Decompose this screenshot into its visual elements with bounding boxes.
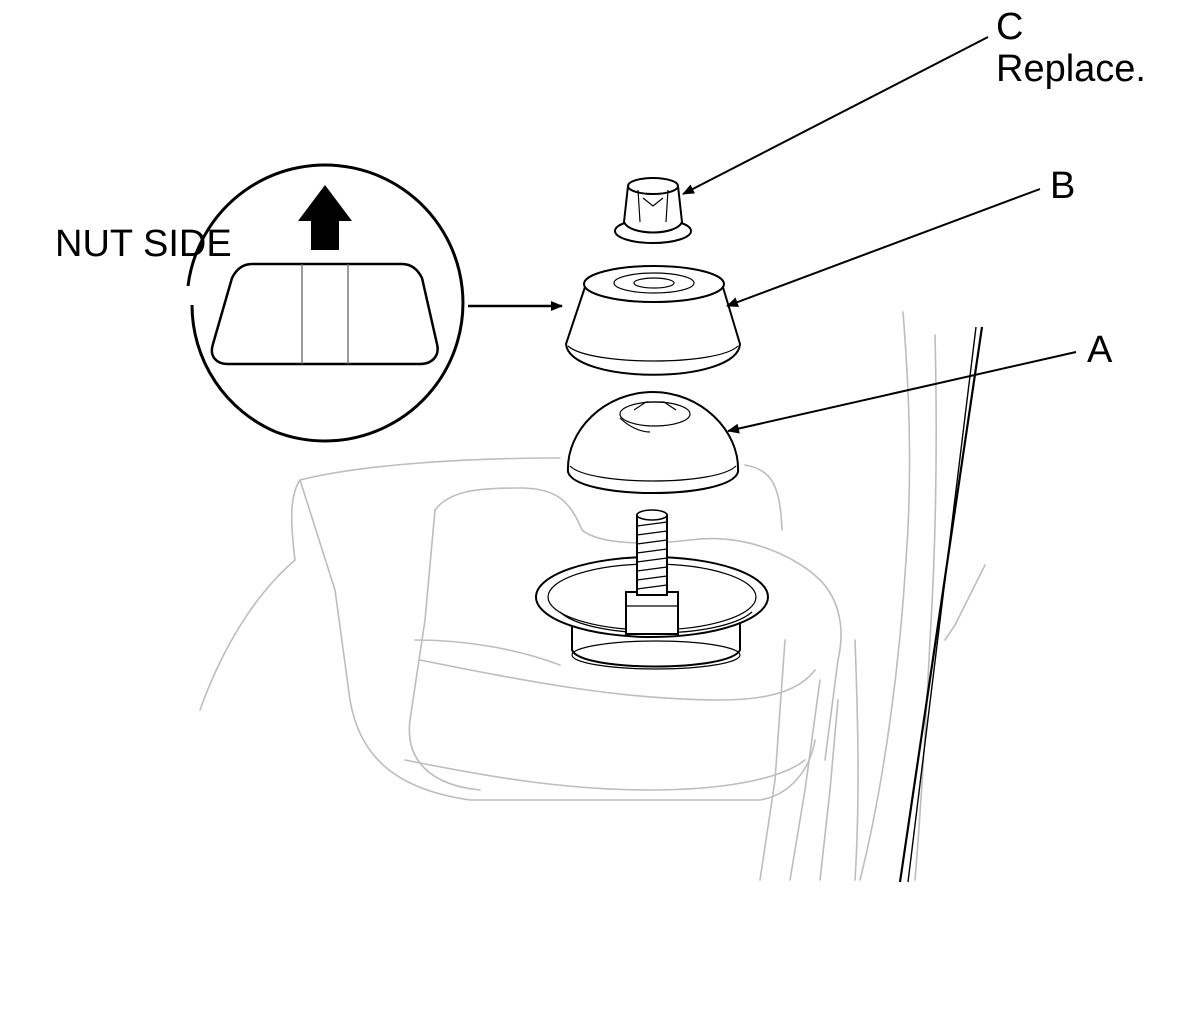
- label-part-c-note: Replace.: [996, 48, 1146, 90]
- strut-pillar: [898, 326, 984, 883]
- label-part-c: C: [996, 6, 1023, 48]
- bushing-cross-section: [210, 262, 439, 366]
- leader-lines: [682, 36, 1077, 434]
- label-part-a: A: [1087, 329, 1113, 371]
- leader-c: [682, 36, 989, 195]
- part-c-flange-nut: [614, 177, 692, 244]
- label-nut-side: NUT SIDE: [55, 223, 232, 265]
- leader-a: [727, 351, 1077, 434]
- nut-side-inset: [186, 163, 563, 443]
- part-b-upper-bushing: [565, 265, 741, 376]
- label-part-b: B: [1050, 165, 1075, 207]
- up-arrow-icon: [298, 185, 352, 250]
- threaded-stud: [625, 509, 679, 635]
- leader-b: [726, 188, 1041, 307]
- part-a-lower-bushing: [566, 391, 740, 494]
